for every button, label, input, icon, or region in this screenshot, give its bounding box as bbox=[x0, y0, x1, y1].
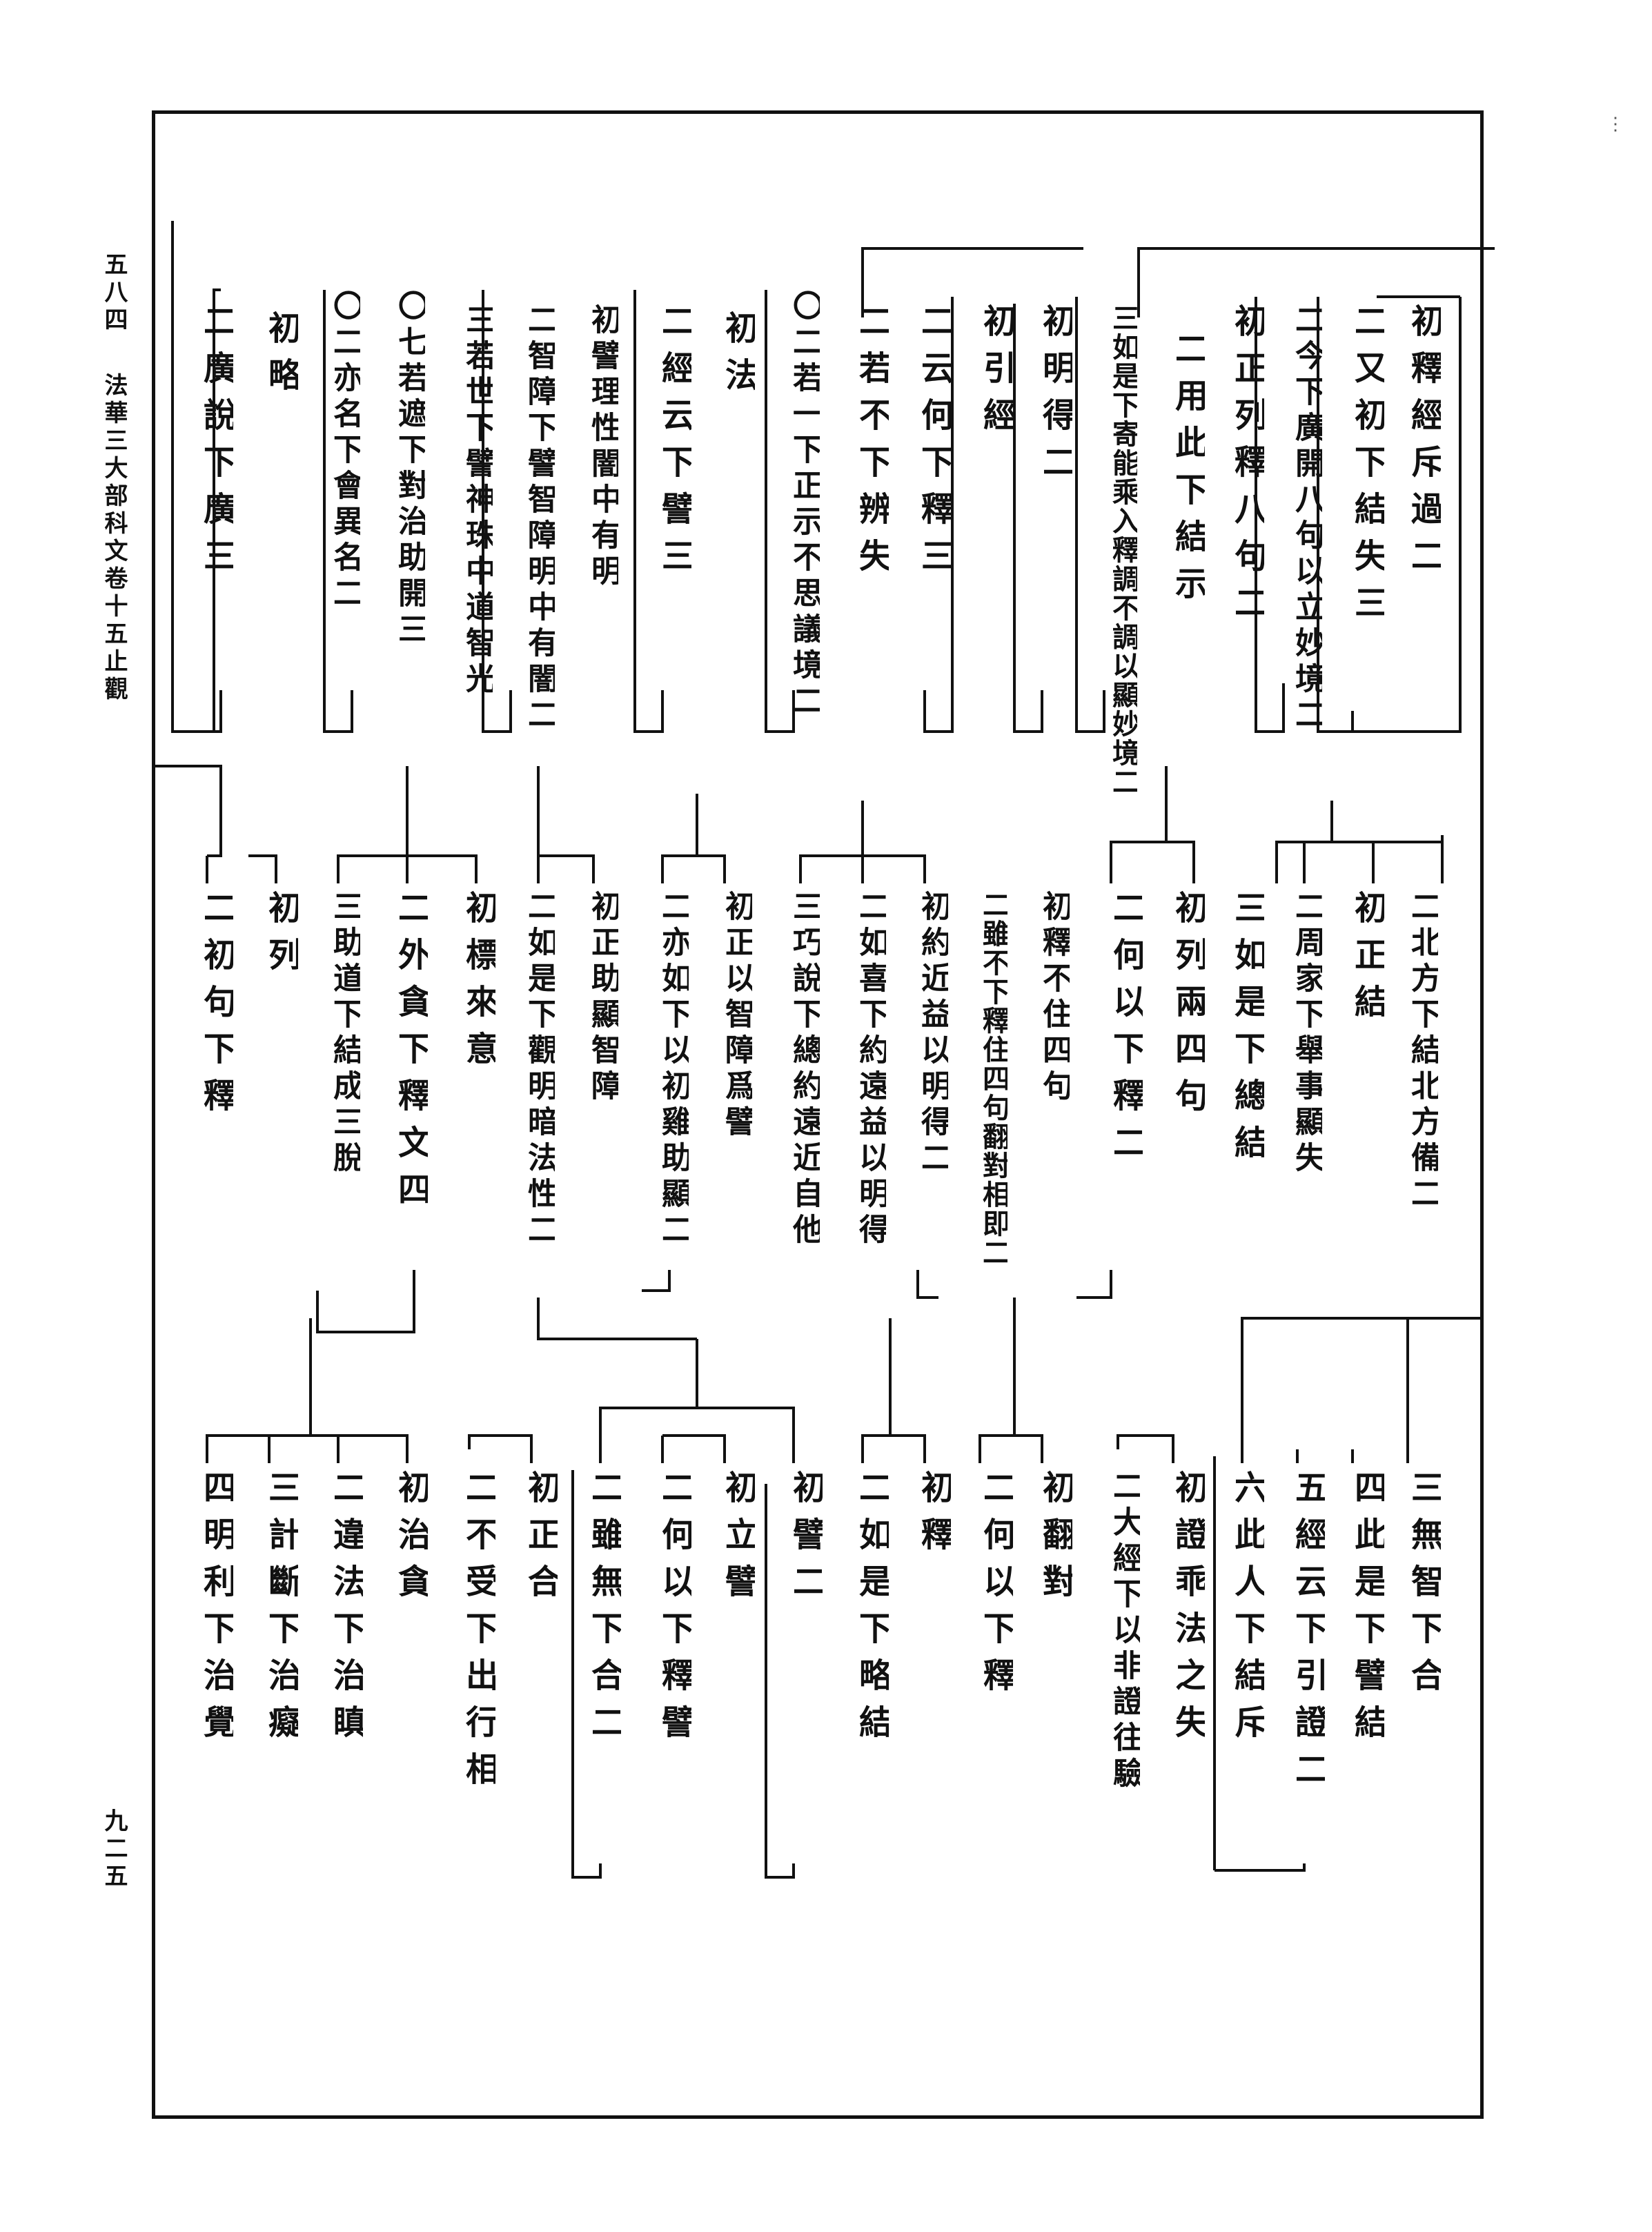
outline-entry: 二大經下以非證往驗 bbox=[1110, 1470, 1140, 1793]
outline-entry: 四此是下譬結 bbox=[1351, 1470, 1384, 1752]
outline-entry: 三如是下總結 bbox=[1231, 890, 1264, 1172]
outline-entry: 初標來意 bbox=[462, 890, 495, 1078]
edge-mark: ⋮ bbox=[1606, 114, 1624, 135]
outline-entry: 三巧說下總約遠近自他 bbox=[789, 890, 820, 1249]
outline-entry: 初翻對 bbox=[1039, 1470, 1072, 1611]
outline-entry: 二如是下略結 bbox=[856, 1470, 889, 1752]
outline-entry: 初譬二 bbox=[789, 1470, 823, 1611]
outline-entry: 二違法下治瞋 bbox=[330, 1470, 363, 1752]
outline-entry: 三若世下譬神珠中道智光 bbox=[462, 304, 493, 698]
outline-entry: 二雖無下合二 bbox=[588, 1470, 621, 1752]
outline-entry: 初約近益以明得二 bbox=[918, 890, 948, 1177]
outline-entry: 初治貪 bbox=[395, 1470, 428, 1611]
folio-number: 九二五 bbox=[100, 1808, 128, 1891]
outline-entry: 二初句下釋 bbox=[200, 890, 233, 1125]
outline-entry: 二何以下釋二 bbox=[1110, 890, 1143, 1172]
running-title: 法華三大部科文卷十五止觀 bbox=[100, 373, 128, 704]
outline-entry: 初證乖法之失 bbox=[1172, 1470, 1205, 1752]
outline-entry: 二不受下出行相 bbox=[462, 1470, 495, 1799]
outline-entry: 二今下廣開八句以立妙境二 bbox=[1292, 304, 1322, 734]
outline-entry: 二雖不下釋住四句翻對相即二 bbox=[980, 890, 1007, 1267]
outline-entry: 初明得二 bbox=[1039, 304, 1072, 491]
outline-entry: 初正結 bbox=[1351, 890, 1384, 1031]
outline-entry: 二何以下釋 bbox=[980, 1470, 1013, 1705]
outline-entry: 初釋 bbox=[918, 1470, 951, 1564]
outline-entry: 三如是下寄能乘入釋調不調以顯妙境二 bbox=[1110, 304, 1137, 796]
outline-entry: 二亦如下以初雞助顯二 bbox=[658, 890, 689, 1249]
outline-entry: 初立譬 bbox=[722, 1470, 755, 1611]
outline-entry: 四明利下治覺 bbox=[200, 1470, 233, 1752]
outline-entry: 初引經 bbox=[980, 304, 1013, 444]
outline-entry: 二如喜下約遠益以明得 bbox=[856, 890, 886, 1249]
outline-entry: 初正列釋八句二 bbox=[1231, 304, 1264, 632]
outline-entry: 二北方下結北方備二 bbox=[1408, 890, 1438, 1213]
outline-entry: 初略 bbox=[265, 311, 298, 404]
outline-entry: 二智障下譬智障明中有闇二 bbox=[524, 304, 555, 734]
outline-entry: 三無智下合 bbox=[1408, 1470, 1441, 1705]
outline-entry: 三計斷下治癡 bbox=[265, 1470, 298, 1752]
outline-entry: 初釋經斥過二 bbox=[1408, 304, 1441, 585]
outline-entry: 二經云下譬三 bbox=[658, 304, 691, 585]
outline-entry: 二外貪下釋文四 bbox=[395, 890, 428, 1219]
outline-entry: 二何以下釋譬 bbox=[658, 1470, 691, 1752]
outline-entry: 五經云下引證二 bbox=[1292, 1470, 1325, 1799]
outline-entry: 二廣說下廣三 bbox=[200, 304, 233, 585]
outline-entry: 初譬理性闇中有明 bbox=[588, 304, 618, 591]
outline-entry: 二又初下結失三 bbox=[1351, 304, 1384, 632]
outline-entry: 初列兩四句 bbox=[1172, 890, 1205, 1125]
outline-entry: 〇二若一下正示不思議境二 bbox=[789, 290, 820, 721]
outline-entry: 二如是下觀明暗法性二 bbox=[524, 890, 555, 1249]
outline-entry: 初釋不住四句 bbox=[1039, 890, 1070, 1106]
outline-entry: 〇七若遮下對治助開三 bbox=[395, 290, 425, 649]
outline-entry: 初法 bbox=[722, 311, 755, 404]
outline-entry: 二周家下舉事顯失 bbox=[1292, 890, 1322, 1177]
outline-entry: 〇二亦名下會異名二 bbox=[330, 290, 360, 613]
outline-entry: 初正以智障爲譬 bbox=[722, 890, 752, 1142]
outline-entry: 二用此下結示 bbox=[1172, 331, 1205, 613]
outline-entry: 初正助顯智障 bbox=[588, 890, 618, 1106]
outline-entry: 初列 bbox=[265, 890, 298, 984]
page-frame bbox=[152, 110, 1484, 2119]
page-number: 五八四 bbox=[100, 252, 128, 335]
outline-entry: 二云何下釋三 bbox=[918, 304, 951, 585]
outline-entry: 初正合 bbox=[524, 1470, 558, 1611]
outline-entry: 六此人下結斥 bbox=[1231, 1470, 1264, 1752]
outline-entry: 二若不下辨失 bbox=[856, 304, 889, 585]
outline-entry: 三助道下結成三脫 bbox=[330, 890, 360, 1177]
